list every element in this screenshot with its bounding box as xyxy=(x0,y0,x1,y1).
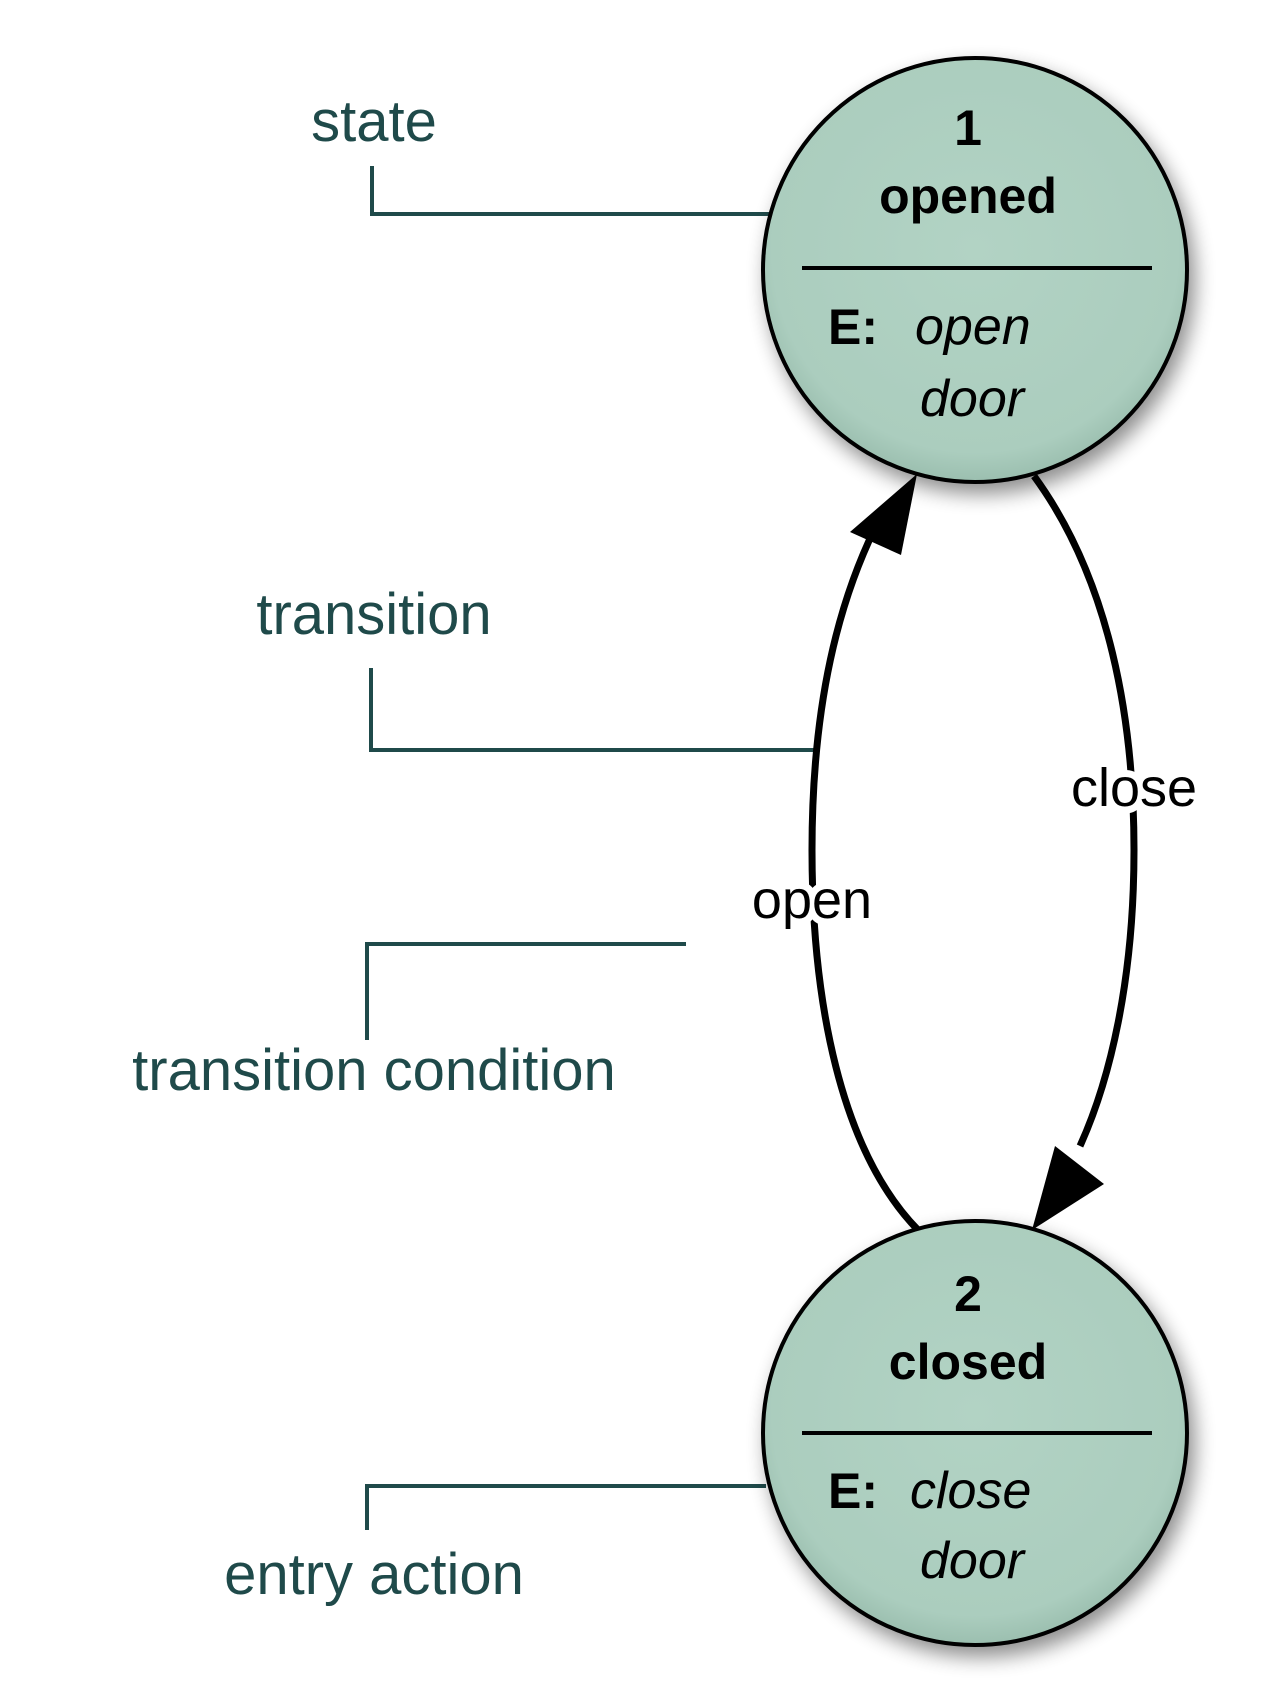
state-1-entry-prefix: E: xyxy=(828,299,878,355)
transition-condition-callout-label: transition condition xyxy=(132,1038,616,1103)
transition-open-label: open xyxy=(752,870,872,930)
state-1-entry-action-line2: door xyxy=(920,370,1027,428)
transition-close-edge xyxy=(1031,473,1138,1148)
transition-condition-callout-line xyxy=(365,942,686,1040)
state-1-name: opened xyxy=(879,168,1057,224)
state-1-node: 1 opened E: open door xyxy=(761,56,1189,484)
state-2-entry-prefix: E: xyxy=(828,1463,878,1519)
transition-callout-label: transition xyxy=(256,582,491,647)
entry-action-callout-line xyxy=(365,1484,766,1530)
state-callout-line xyxy=(370,166,776,216)
entry-action-callout-label: entry action xyxy=(224,1542,524,1607)
state-callout-label: state xyxy=(311,89,437,154)
state-2-node: 2 closed E: close door xyxy=(761,1219,1189,1647)
state-2-name: closed xyxy=(889,1334,1047,1390)
transition-close-label: close xyxy=(1071,758,1197,818)
state-2-entry-action-line1: close xyxy=(910,1462,1031,1520)
state-1-entry-action-line1: open xyxy=(915,298,1031,356)
transition-open-edge xyxy=(808,526,921,1233)
transition-callout-line xyxy=(369,668,814,752)
state-2-number: 2 xyxy=(954,1266,982,1322)
transition-open-arrowhead xyxy=(850,474,917,555)
transition-close-arrowhead xyxy=(1032,1146,1104,1230)
state-1-number: 1 xyxy=(954,100,982,156)
state-2-entry-action-line2: door xyxy=(920,1532,1027,1590)
